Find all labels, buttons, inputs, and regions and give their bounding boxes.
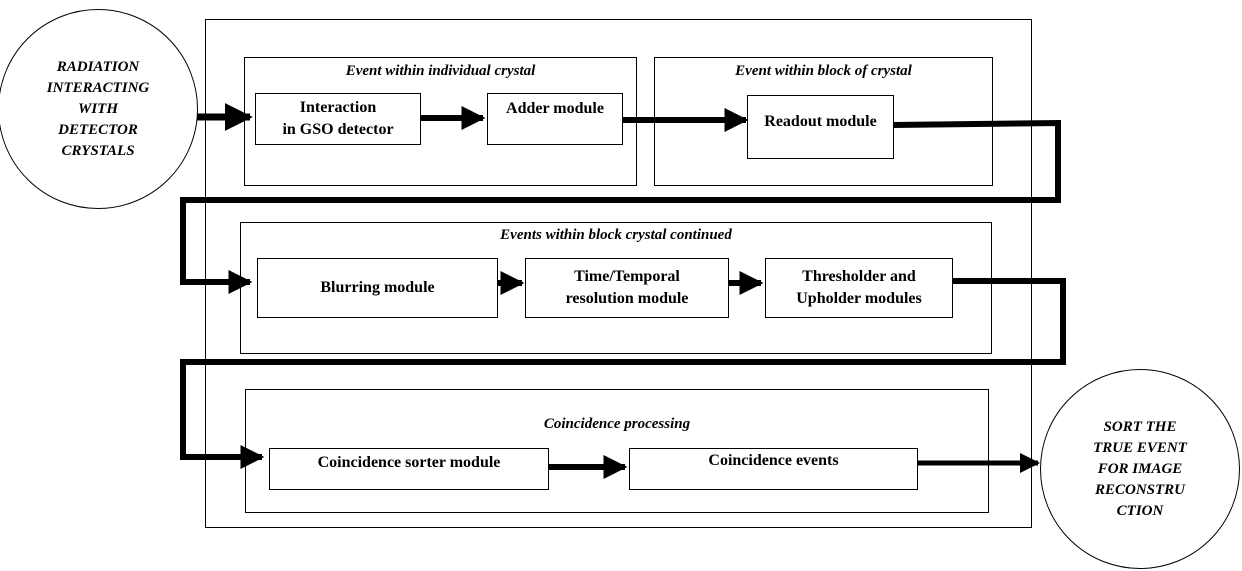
image-reconstruction-text: SORT THE TRUE EVENT FOR IMAGE RECONSTRU …	[1093, 418, 1187, 519]
readout-module: Readout module	[747, 95, 894, 159]
arrow-readout-to-blurring	[180, 119, 1061, 294]
group-individual-crystal-title: Event within individual crystal	[345, 63, 536, 79]
group-block-crystal-title: Event within block of crystal	[735, 63, 912, 79]
group-coincidence-processing-title: Coincidence processing	[543, 416, 691, 432]
image-reconstruction-circle: SORT THE TRUE EVENT FOR IMAGE RECONSTRU …	[1040, 369, 1240, 569]
radiation-source-circle: RADIATION INTERACTING WITH DETECTOR CRYS…	[0, 9, 198, 209]
interaction-gso-module: Interaction in GSO detector	[255, 93, 421, 145]
radiation-source-text: RADIATION INTERACTING WITH DETECTOR CRYS…	[46, 58, 150, 159]
coincidence-sorter-module: Coincidence sorter module	[269, 448, 549, 490]
blurring-module: Blurring module	[257, 258, 498, 318]
temporal-resolution-module: Time/Temporal resolution module	[525, 258, 729, 318]
group-coincidence-processing: Coincidence processing	[245, 389, 989, 513]
group-individual-crystal: Event within individual crystal	[244, 57, 637, 186]
system-frame	[205, 19, 1032, 528]
arrow-thresholder-to-sorter	[180, 278, 1066, 469]
thresholder-upholder-module: Thresholder and Upholder modules	[765, 258, 953, 318]
group-block-crystal-continued: Events within block crystal continued	[240, 222, 992, 354]
group-block-crystal-continued-title: Events within block crystal continued	[500, 227, 732, 243]
group-block-crystal: Event within block of crystal	[654, 57, 993, 186]
coincidence-events-module: Coincidence events	[629, 448, 918, 490]
adder-module: Adder module	[487, 93, 623, 145]
